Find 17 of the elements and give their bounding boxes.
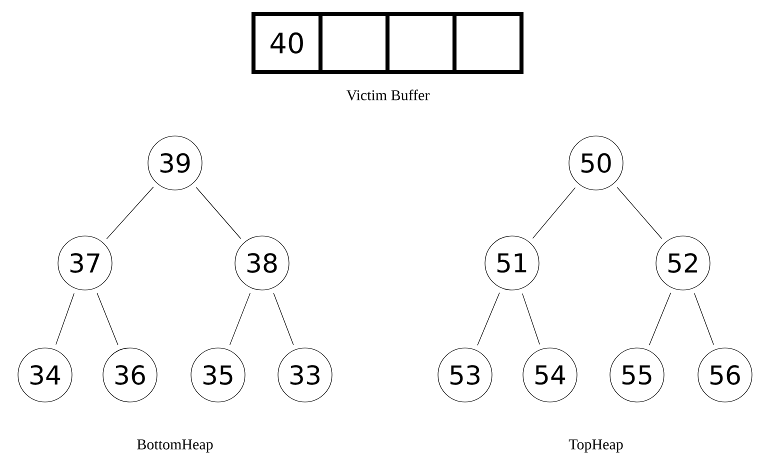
tree-edge [96,292,118,346]
caption: TopHeap [568,439,623,452]
buffer-cell: 40 [252,12,322,74]
tree-edge [273,292,294,346]
caption: BottomHeap [137,439,213,452]
buffer-cell [452,12,524,74]
caption: Victim Buffer [346,90,430,100]
tree-edge [694,292,714,346]
tree-edge [230,292,250,346]
tree-edge [56,293,74,345]
tree-edge [532,187,576,239]
tree-edge [522,293,540,345]
tree-edge [648,292,672,346]
tree-edge [106,186,154,240]
tree-edge [196,187,242,239]
tree-edge [616,187,662,239]
tree-edge [477,292,500,346]
